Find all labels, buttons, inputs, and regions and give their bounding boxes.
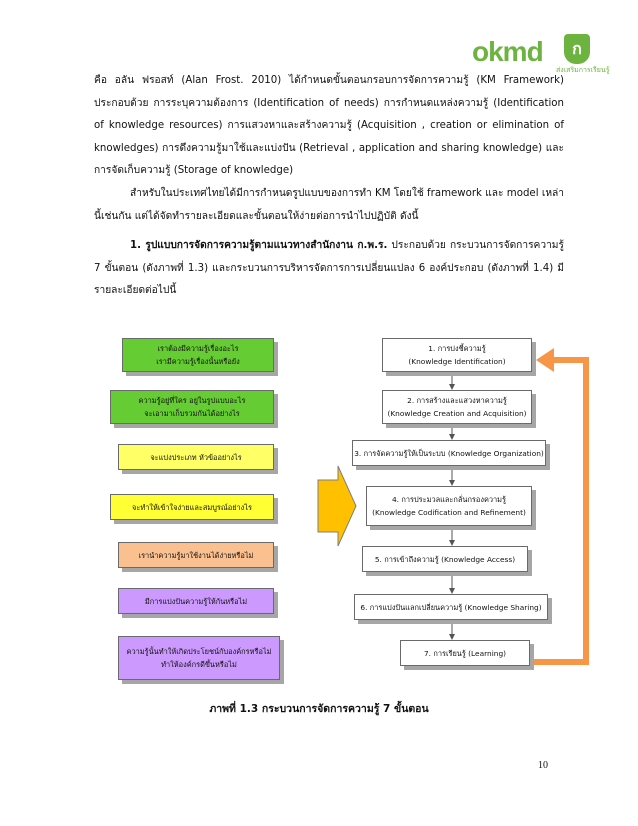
question-box-6: มีการแบ่งปันความรู้ให้กันหรือไม่ <box>118 588 274 614</box>
question-box-1: เราต้องมีความรู้เรื่องอะไรเรามีความรู้เร… <box>122 338 274 372</box>
question-box-4: จะทำให้เข้าใจง่ายและสมบูรณ์อย่างไร <box>110 494 274 520</box>
figure-connectors <box>317 348 589 665</box>
figure-caption: ภาพที่ 1.3 กระบวนการจัดการความรู้ 7 ขั้น… <box>209 703 429 715</box>
box-text-line: 5. การเข้าถึงความรู้ (Knowledge Access) <box>374 554 516 564</box>
box-text-line: (Knowledge Creation and Acquisition) <box>387 409 527 418</box>
box-text-line: (Knowledge Identification) <box>408 357 506 366</box>
section-heading: 1. รูปแบบการจัดการความรู้ตามแนวทางสำนักง… <box>130 240 388 252</box>
box-text-line: มีการแบ่งปันความรู้ให้กันหรือไม่ <box>144 596 248 606</box>
page-number: 10 <box>538 760 548 771</box>
box-text-line: 1. การบ่งชี้ความรู้ <box>428 344 486 353</box>
logo-badge-icon: ก <box>564 34 590 64</box>
box-text-line: เรานำความรู้มาใช้งานได้ง่ายหรือไม่ <box>138 550 254 560</box>
box-text-line: 7. การเรียนรู้ (Learning) <box>423 648 507 658</box>
question-box-3: จะแบ่งประเภท หัวข้ออย่างไร <box>118 444 274 470</box>
logo-wordmark: okmd <box>472 36 544 67</box>
km-process-figure: เราต้องมีความรู้เรื่องอะไรเรามีความรู้เร… <box>0 320 638 720</box>
box-text-line: จะทำให้เข้าใจง่ายและสมบูรณ์อย่างไร <box>132 502 252 512</box>
question-box-7: ความรู้นั้นทำให้เกิดประโยชน์กับองค์กรหรื… <box>118 636 280 680</box>
okmd-logo: okmd ก ส่งเสริมการเรียนรู้ <box>472 34 609 74</box>
process-step-box-7: 7. การเรียนรู้ (Learning) <box>400 640 530 666</box>
box-text-line: 2. การสร้างและแสวงหาความรู้ <box>407 396 507 405</box>
box-text-line: เรามีความรู้เรื่องนั้นหรือยัง <box>156 357 240 366</box>
process-step-box-6: 6. การแบ่งปันแลกเปลี่ยนความรู้ (Knowledg… <box>354 594 548 620</box>
box-text-line: 4. การประมวลและกลั่นกรองความรู้ <box>391 495 507 504</box>
question-box-5: เรานำความรู้มาใช้งานได้ง่ายหรือไม่ <box>118 542 274 568</box>
process-step-box-2: 2. การสร้างและแสวงหาความรู้ (Knowledge Cr… <box>382 390 532 424</box>
paragraph-thailand-models: สำหรับในประเทศไทยได้มีการกำหนดรูปแบบของก… <box>94 187 564 222</box>
body-text: คือ อลัน ฟรอสท์ (Alan Frost. 2010) ได้กำ… <box>94 70 564 303</box>
paragraph-opdc-model: 1. รูปแบบการจัดการความรู้ตามแนวทางสำนักง… <box>94 235 564 303</box>
process-step-box-5: 5. การเข้าถึงความรู้ (Knowledge Access) <box>362 546 528 572</box>
box-text-line: จะเอามาเก็บรวมกันได้อย่างไร <box>144 409 240 418</box>
box-text-line: ความรู้นั้นทำให้เกิดประโยชน์กับองค์กรหรื… <box>126 647 272 656</box>
paragraph-km-framework: คือ อลัน ฟรอสท์ (Alan Frost. 2010) ได้กำ… <box>94 75 564 177</box>
box-text-line: 3. การจัดความรู้ให้เป็นระบบ (Knowledge O… <box>354 448 544 458</box>
process-step-box-1: 1. การบ่งชี้ความรู้ (Knowledge Identifica… <box>382 338 532 372</box>
box-text-line: ความรู้อยู่ที่ใคร อยู่ในรูปแบบอะไร <box>138 396 246 405</box>
process-step-box-3: 3. การจัดความรู้ให้เป็นระบบ (Knowledge O… <box>352 440 546 466</box>
feedback-loop-arrowhead-icon <box>536 348 554 372</box>
feedback-loop-line <box>532 357 589 665</box>
box-text-line: เราต้องมีความรู้เรื่องอะไร <box>157 344 239 353</box>
section-body: ประกอบด้วย กระบวนการจัดการความรู้ 7 ขั้น… <box>94 240 564 297</box>
mapping-arrow-icon <box>317 465 357 547</box>
logo-subtext: ส่งเสริมการเรียนรู้ <box>556 66 610 74</box>
box-text-line: จะแบ่งประเภท หัวข้ออย่างไร <box>150 452 242 462</box>
process-step-box-4: 4. การประมวลและกลั่นกรองความรู้ (Knowledg… <box>366 486 532 526</box>
box-text-line: 6. การแบ่งปันแลกเปลี่ยนความรู้ (Knowledg… <box>360 602 542 612</box>
question-box-2: ความรู้อยู่ที่ใคร อยู่ในรูปแบบอะไรจะเอาม… <box>110 390 274 424</box>
box-text-line: (Knowledge Codification and Refinement) <box>372 508 526 517</box>
box-text-line: ทำให้องค์กรดีขึ้นหรือไม่ <box>161 660 237 669</box>
